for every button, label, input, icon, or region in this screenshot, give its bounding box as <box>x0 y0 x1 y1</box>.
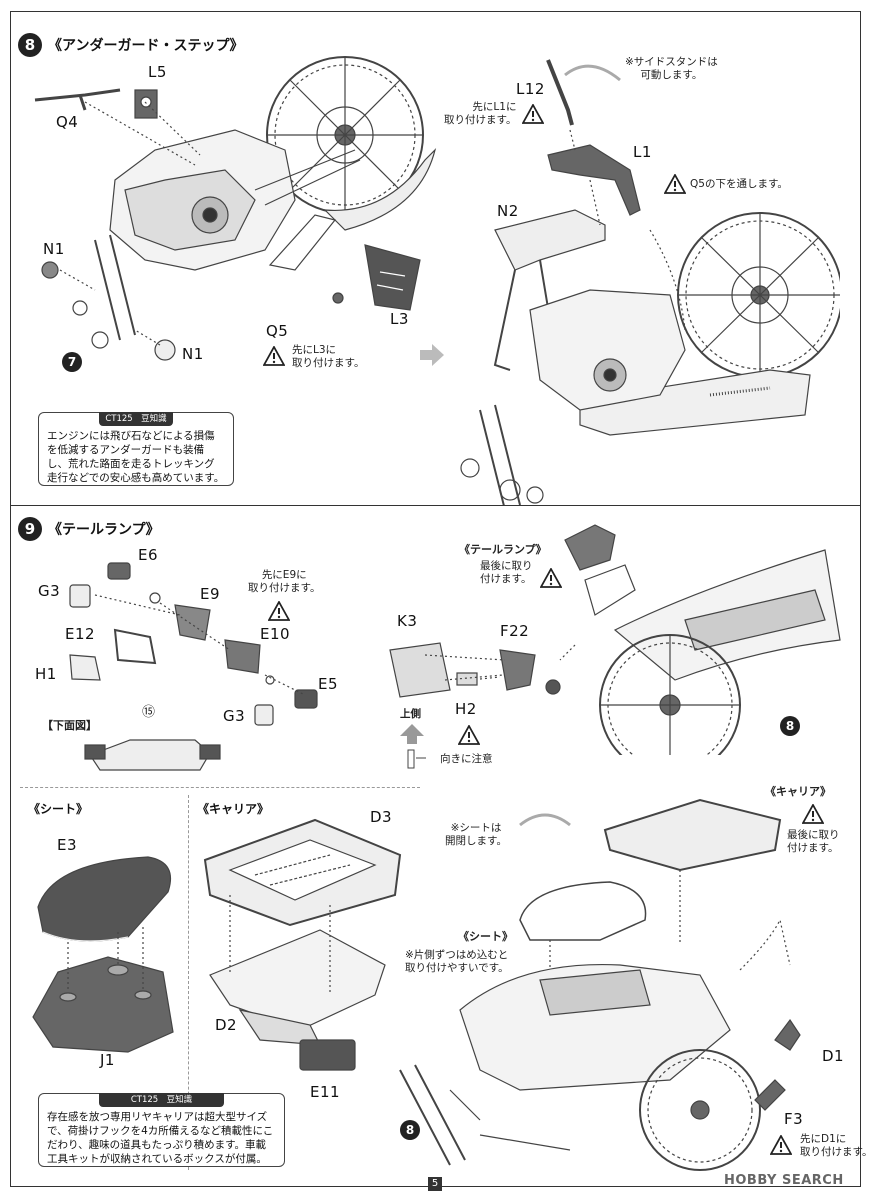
part-label-k3: K3 <box>397 612 418 630</box>
warning-icon <box>522 104 544 124</box>
warning-icon <box>458 725 480 745</box>
part-label-l3: L3 <box>390 310 409 328</box>
warning-icon <box>664 174 686 194</box>
part-label-g3-bottom: G3 <box>223 707 246 725</box>
trivia-text: エンジンには飛び石などによる損傷を低減するアンダーガードも装備し、荒れた路面を走… <box>47 430 225 484</box>
page-number: 5 <box>428 1177 442 1191</box>
warning-icon <box>263 346 285 366</box>
note-e9-first: 先にE9に 取り付けます。 <box>248 569 321 594</box>
note-carrier-last: 最後に取り 付けます。 <box>787 829 840 854</box>
bottom-view-label: 【下面図】 <box>42 719 97 732</box>
part-label-e11: E11 <box>310 1083 341 1101</box>
trivia-box-undergard: CT125 豆知識 エンジンには飛び石などによる損傷を低減するアンダーガードも装… <box>38 412 234 486</box>
step8-ref-badge: 8 <box>400 1120 420 1140</box>
step7-ref-badge: 7 <box>62 352 82 372</box>
carrier-subtitle: 《キャリア》 <box>765 785 831 798</box>
part-label-f22: F22 <box>500 622 530 640</box>
note-side-stand: ※サイドスタンドは 可動します。 <box>625 56 718 81</box>
up-arrow-icon <box>400 724 426 769</box>
dashed-divider <box>20 787 420 788</box>
step8-ref-badge: 8 <box>780 716 800 736</box>
carrier-parts-illustration <box>203 818 402 1071</box>
part-label-e5: E5 <box>318 675 339 693</box>
tail-lamp-subtitle: 《テールランプ》 <box>459 543 547 556</box>
carrier-title: 《キャリア》 <box>197 802 270 816</box>
warning-icon <box>802 804 824 824</box>
trivia-text: 存在感を放つ専用リヤキャリアは超大型サイズで、荷掛けフックを4カ所備えるなど積載… <box>47 1111 274 1165</box>
step8-title: 《アンダーガード・ステップ》 <box>48 38 244 54</box>
trivia-box-carrier: CT125 豆知識 存在感を放つ専用リヤキャリアは超大型サイズで、荷掛けフックを… <box>38 1093 285 1167</box>
part-label-g3-top: G3 <box>38 582 61 600</box>
step9-header: 9 《テールランプ》 <box>18 517 160 541</box>
seat-subtitle: 《シート》 <box>458 930 513 943</box>
part-label-h1: H1 <box>35 665 57 683</box>
step9-assembled-illustration <box>559 524 841 755</box>
note-seat-open: ※シートは 開閉します。 <box>445 822 507 847</box>
part-label-e9: E9 <box>200 585 221 603</box>
part-label-n1-top: N1 <box>43 240 65 258</box>
warning-icon <box>540 568 562 588</box>
note-f3-first: 先にD1に 取り付けます。 <box>800 1133 871 1158</box>
warning-icon <box>268 601 290 621</box>
part-label-e10: E10 <box>260 625 291 643</box>
seat-title: 《シート》 <box>28 802 89 816</box>
part-label-d3: D3 <box>370 808 393 826</box>
trivia-header: CT125 豆知識 <box>99 412 173 426</box>
watermark-logo: HOBBY SEARCH <box>724 1173 844 1188</box>
ref15-badge: ⑮ <box>142 705 156 720</box>
note-seat-tip: ※片側ずつはめ込むと 取り付けやすいです。 <box>405 949 509 974</box>
part-label-h2: H2 <box>455 700 477 718</box>
part-label-q4: Q4 <box>56 113 79 131</box>
part-label-d2: D2 <box>215 1016 238 1034</box>
part-label-n1-bottom: N1 <box>182 345 204 363</box>
dashed-vertical-divider <box>188 795 189 1170</box>
note-tail-lamp-last: 最後に取り 付けます。 <box>480 560 533 585</box>
step8-frame-illustration <box>34 56 437 361</box>
step8-header: 8 《アンダーガード・ステップ》 <box>18 33 243 57</box>
note-q5-under: Q5の下を通します。 <box>690 178 788 190</box>
part-label-e3: E3 <box>57 836 78 854</box>
part-label-e12: E12 <box>65 625 96 643</box>
step9-number: 9 <box>18 517 42 541</box>
next-arrow-icon <box>420 344 444 366</box>
seat-parts-illustration <box>32 856 174 1053</box>
note-q5-first: 先にL3に 取り付けます。 <box>292 344 365 369</box>
part-label-l5: L5 <box>148 63 167 81</box>
step9-tail-lamp-parts-illustration <box>69 562 318 771</box>
step9-title: 《テールランプ》 <box>48 522 160 538</box>
seat-carrier-assembled-illustration <box>399 798 801 1171</box>
part-label-f3: F3 <box>784 1110 804 1128</box>
upper-side-label: 上側 <box>400 708 421 720</box>
step8-number: 8 <box>18 33 42 57</box>
part-label-j1: J1 <box>100 1051 115 1069</box>
warning-icon <box>770 1135 792 1155</box>
part-label-e6: E6 <box>138 546 159 564</box>
license-plate-parts-illustration <box>389 642 561 698</box>
part-label-d1: D1 <box>822 1047 845 1065</box>
section-divider <box>10 505 861 506</box>
note-orientation: 向きに注意 <box>440 753 493 765</box>
note-l12-first: 先にL1に 取り付けます。 <box>444 101 517 126</box>
step8-assembled-illustration <box>460 59 840 505</box>
part-label-l12: L12 <box>516 80 545 98</box>
part-label-l1: L1 <box>633 143 652 161</box>
part-label-n2: N2 <box>497 202 519 220</box>
part-label-q5: Q5 <box>266 322 289 340</box>
trivia-header: CT125 豆知識 <box>99 1093 224 1107</box>
